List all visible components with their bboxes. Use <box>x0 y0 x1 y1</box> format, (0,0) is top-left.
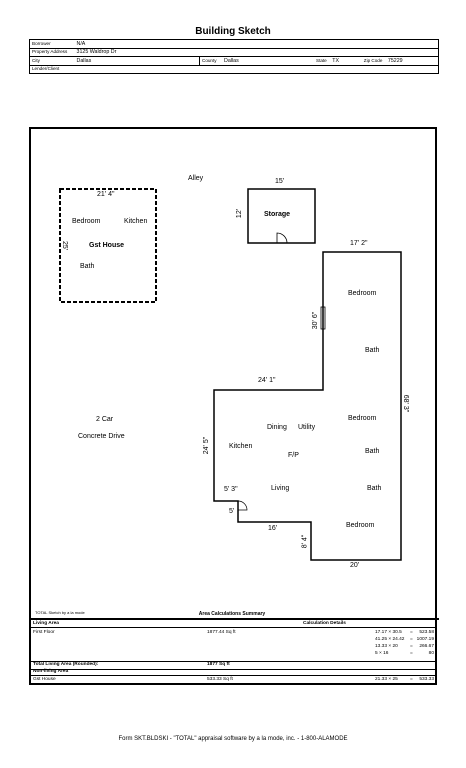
calc-row-val: 523.58 <box>419 630 434 635</box>
calc-row-eq: = <box>410 630 413 635</box>
footer: Form SKT.BLDSKI - "TOTAL" appraisal soft… <box>118 736 348 742</box>
calc-row-eq: = <box>410 637 413 642</box>
gst-depth-label: 25' <box>61 240 69 251</box>
calc-row-eq: = <box>410 644 413 649</box>
calc-summary-title: Area Calculations Summary <box>198 611 266 617</box>
calc-row-val: 266.67 <box>419 644 434 649</box>
room-bath-1: Bath <box>365 347 380 354</box>
room-bedroom-1: Bedroom <box>348 290 377 297</box>
gst-house-label: Gst House <box>33 677 56 682</box>
living-area-header: Living Area <box>33 621 59 626</box>
main-house-outline <box>213 251 402 561</box>
alley-label: Alley <box>188 175 204 182</box>
dim-mid: 24' 1" <box>258 377 276 384</box>
first-floor-label: First Floor <box>33 630 55 635</box>
room-bedroom-3: Bedroom <box>346 522 375 529</box>
total-living-value: 1877 Sq ft <box>207 662 230 667</box>
gst-calc-expr: 21.33 × 25 <box>375 677 398 682</box>
storage-label: Storage <box>264 211 291 218</box>
gst-divider <box>29 675 437 676</box>
gst-house-value: 533.33 Sq ft <box>207 677 233 682</box>
calc-row-expr: 41.25 × 24.42 <box>375 637 405 642</box>
room-bedroom-2: Bedroom <box>348 415 377 422</box>
non-living-divider <box>29 669 437 670</box>
property-address-value: 3125 Waldrop Dr <box>76 49 117 56</box>
gst-bath-label: Bath <box>80 263 95 270</box>
gst-calc-eq: = <box>410 677 413 682</box>
header-table: Borrower N/A Property Address 3125 Waldr… <box>29 39 439 74</box>
dim-left: 24' 5" <box>203 436 211 455</box>
calc-row-expr: 13.33 × 20 <box>375 644 398 649</box>
city-value: Dallas <box>76 57 92 64</box>
sketch-frame <box>29 127 437 685</box>
total-living-label: Total Living Area (Rounded): <box>33 662 99 667</box>
dim-notch-height: 5' <box>229 508 235 515</box>
gst-width-label: 21' 4" <box>97 191 115 198</box>
dim-bottom-step: 8' 4" <box>301 534 309 549</box>
property-address-label: Property Address <box>32 49 68 55</box>
dim-right: 68' 3" <box>402 394 410 413</box>
calc-details-header: Calculation Details <box>303 621 346 626</box>
room-living: Living <box>271 485 290 492</box>
dim-top: 17' 2" <box>350 240 368 247</box>
storage-depth-label: 12' <box>236 208 244 219</box>
county-value: Dallas <box>224 57 239 64</box>
area-calculations: Area Calculations Summary Living Area Ca… <box>29 611 439 686</box>
room-bath-3: Bath <box>367 485 382 492</box>
total-divider <box>29 661 437 662</box>
calc-divider <box>29 627 437 628</box>
guest-house-outline <box>59 188 157 303</box>
non-living-header: Non-living Area <box>33 669 69 674</box>
dim-bottom: 20' <box>350 562 360 569</box>
gst-bedroom-label: Bedroom <box>72 218 101 225</box>
lender-row: Lender/Client <box>29 64 439 74</box>
state-value: TX <box>332 57 339 64</box>
gst-calc-result: 533.33 <box>419 677 434 682</box>
city-label: City <box>32 57 40 63</box>
calc-row-expr: 17.17 × 30.5 <box>375 630 402 635</box>
room-utility: Utility <box>298 424 316 431</box>
dim-bottom-mid: 16' <box>268 525 278 532</box>
storage-door-arc <box>276 232 288 244</box>
entry-door-arc <box>237 500 248 511</box>
calc-row-val: 80 <box>428 651 434 656</box>
storage-width-label: 15' <box>275 178 285 185</box>
borrower-value: N/A <box>76 40 86 47</box>
room-bath-2: Bath <box>365 448 380 455</box>
gst-house-label: Gst House <box>89 242 125 249</box>
room-kitchen: Kitchen <box>229 443 253 450</box>
total-sketch-note: TOTAL Sketch by a la mode <box>35 610 85 615</box>
room-fp: F/P <box>288 452 299 459</box>
gst-kitchen-label: Kitchen <box>124 218 148 225</box>
county-label: County <box>202 57 217 63</box>
calc-row-eq: = <box>410 651 413 656</box>
fireplace-bump <box>320 306 326 330</box>
dim-right-upper: 30' 6" <box>312 311 320 330</box>
borrower-label: Borrower <box>32 40 51 46</box>
room-dining: Dining <box>267 424 287 431</box>
state-label: State <box>316 57 327 63</box>
dim-notch-width: 5' 3" <box>224 486 238 493</box>
lender-label: Lender/Client <box>32 66 60 72</box>
page-title: Building Sketch <box>195 26 271 37</box>
drive-label-2: Concrete Drive <box>78 433 125 440</box>
zip-value: 75229 <box>387 57 403 64</box>
calc-row-val: 1007.19 <box>416 637 434 642</box>
storage-outline <box>247 188 316 244</box>
zip-label: Zip Code <box>363 57 383 63</box>
calc-row-expr: 5 × 16 <box>375 651 389 656</box>
drive-label-1: 2 Car <box>96 416 114 423</box>
first-floor-value: 1877.44 Sq ft <box>207 630 236 635</box>
